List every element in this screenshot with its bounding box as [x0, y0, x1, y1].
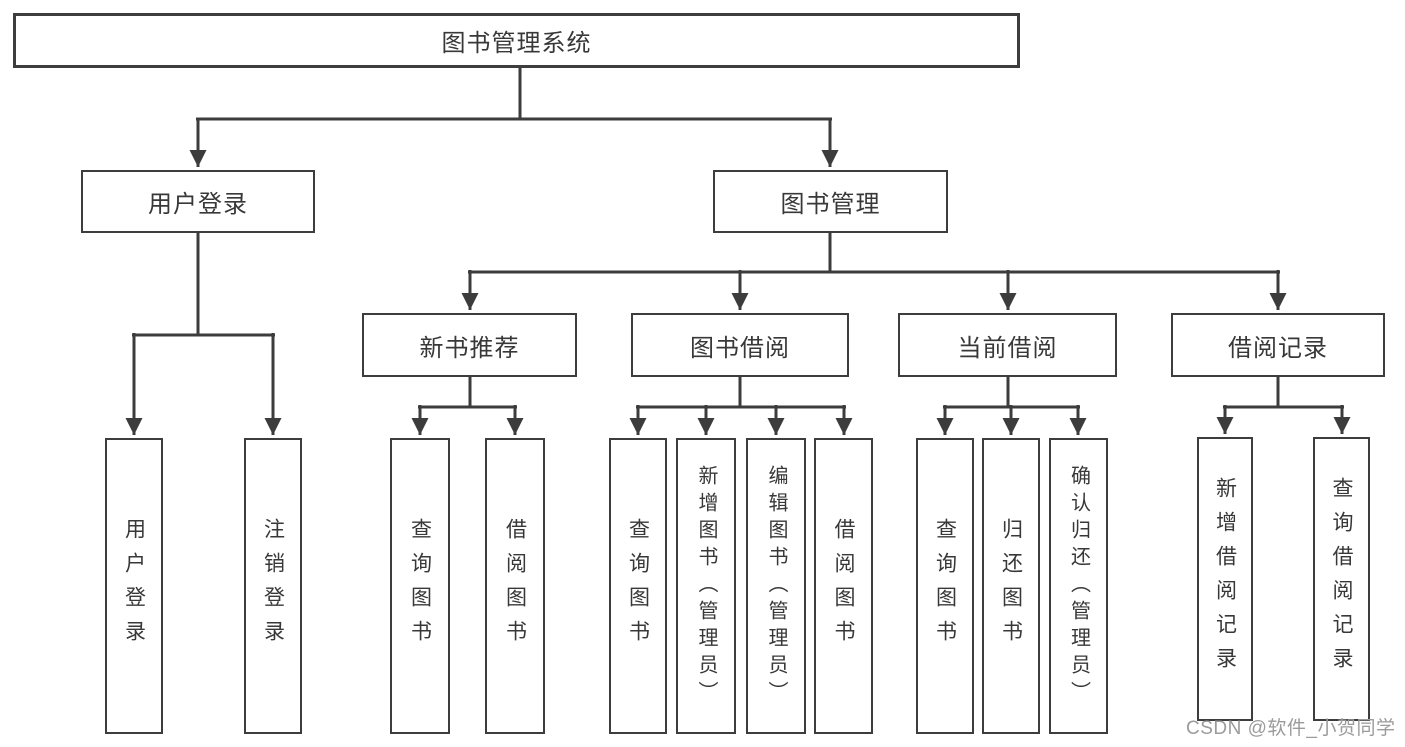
- leaf-user-login: 用户登录: [105, 438, 163, 734]
- node-user-login: 用户登录: [81, 170, 315, 233]
- leaf-borrow-add-books-admin: 新增图书（管理员）: [676, 438, 736, 734]
- node-book-borrow: 图书借阅: [631, 313, 849, 377]
- leaf-record-query: 查询借阅记录: [1313, 437, 1370, 721]
- node-borrow-records: 借阅记录: [1171, 313, 1385, 377]
- leaf-borrow-edit-books-admin: 编辑图书（管理员）: [746, 438, 806, 734]
- leaf-newbook-query-books: 查询图书: [390, 438, 450, 734]
- leaf-record-add: 新增借阅记录: [1197, 437, 1253, 721]
- node-new-book-recommend: 新书推荐: [362, 313, 577, 377]
- node-current-borrow-label: 当前借阅: [957, 334, 1058, 362]
- leaf-borrow-query-books: 查询图书: [609, 438, 667, 734]
- leaf-logout: 注销登录: [244, 438, 302, 734]
- watermark: CSDN @软件_小贺同学: [1186, 718, 1396, 739]
- node-root: 图书管理系统: [13, 13, 1020, 68]
- node-book-management-label: 图书管理: [780, 191, 881, 218]
- leaf-newbook-borrow-books: 借阅图书: [485, 438, 545, 734]
- leaf-current-confirm-return-admin: 确认归还（管理员）: [1049, 438, 1108, 734]
- node-book-borrow-label: 图书借阅: [690, 334, 790, 362]
- node-new-book-recommend-label: 新书推荐: [419, 334, 520, 362]
- leaf-current-query-books: 查询图书: [916, 438, 974, 734]
- node-user-login-label: 用户登录: [148, 191, 248, 218]
- leaf-current-return-books: 归还图书: [982, 438, 1040, 734]
- node-current-borrow: 当前借阅: [898, 313, 1117, 377]
- node-book-management: 图书管理: [713, 170, 948, 233]
- node-root-label: 图书管理系统: [441, 30, 592, 57]
- leaf-borrow-borrow-books: 借阅图书: [814, 438, 873, 734]
- node-borrow-records-label: 借阅记录: [1228, 334, 1328, 362]
